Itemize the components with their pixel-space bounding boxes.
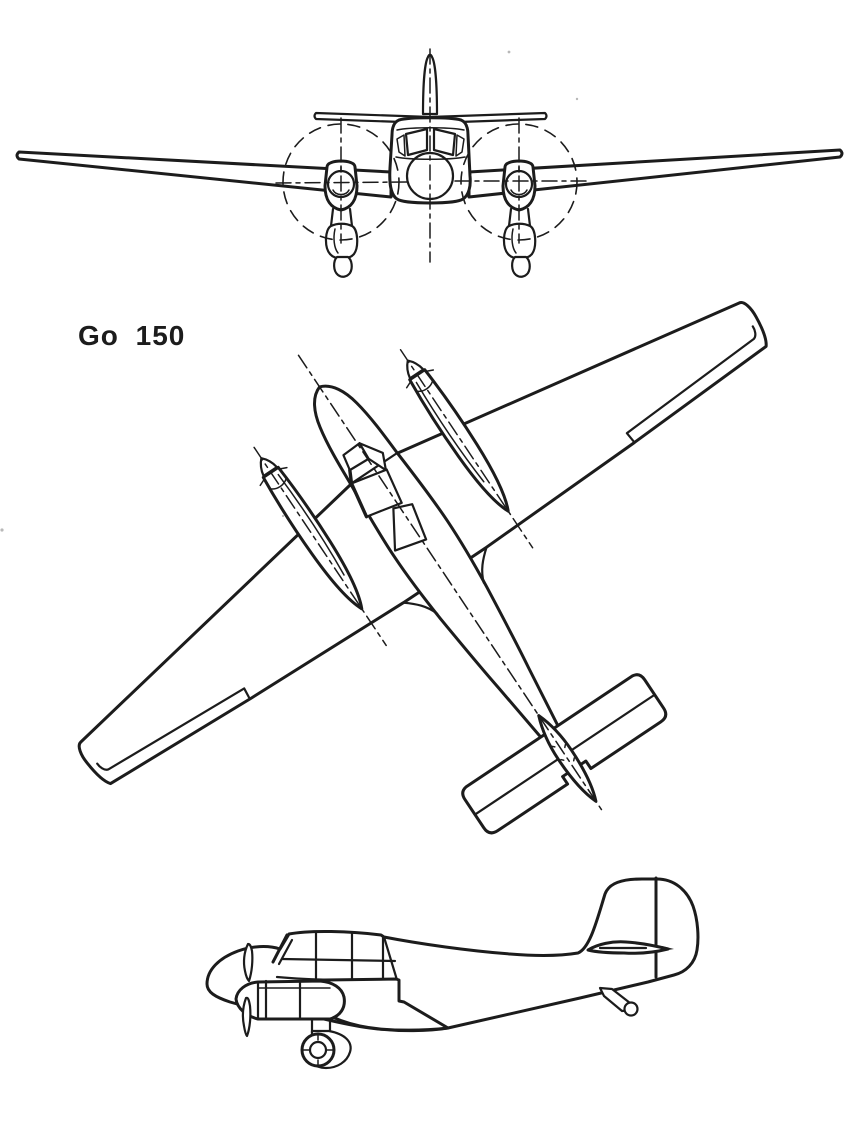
plan-view: [77, 301, 768, 835]
wing-fillets: [402, 546, 488, 615]
aircraft-designation-label: Go 150: [78, 320, 186, 351]
ailerons-plan: [96, 325, 757, 771]
main-wheel-side: [300, 1017, 352, 1070]
scan-specks: [0, 50, 579, 532]
propeller-side: [241, 942, 254, 1038]
canopy-plan: [342, 442, 428, 552]
front-view: [15, 48, 844, 278]
tailplane-side: [586, 940, 674, 955]
side-view: [205, 876, 700, 1070]
centerlines-plan: [253, 348, 605, 814]
centerlines-front: [275, 48, 591, 263]
engine-nacelle-side: [234, 979, 346, 1021]
tailwheel: [598, 986, 639, 1017]
